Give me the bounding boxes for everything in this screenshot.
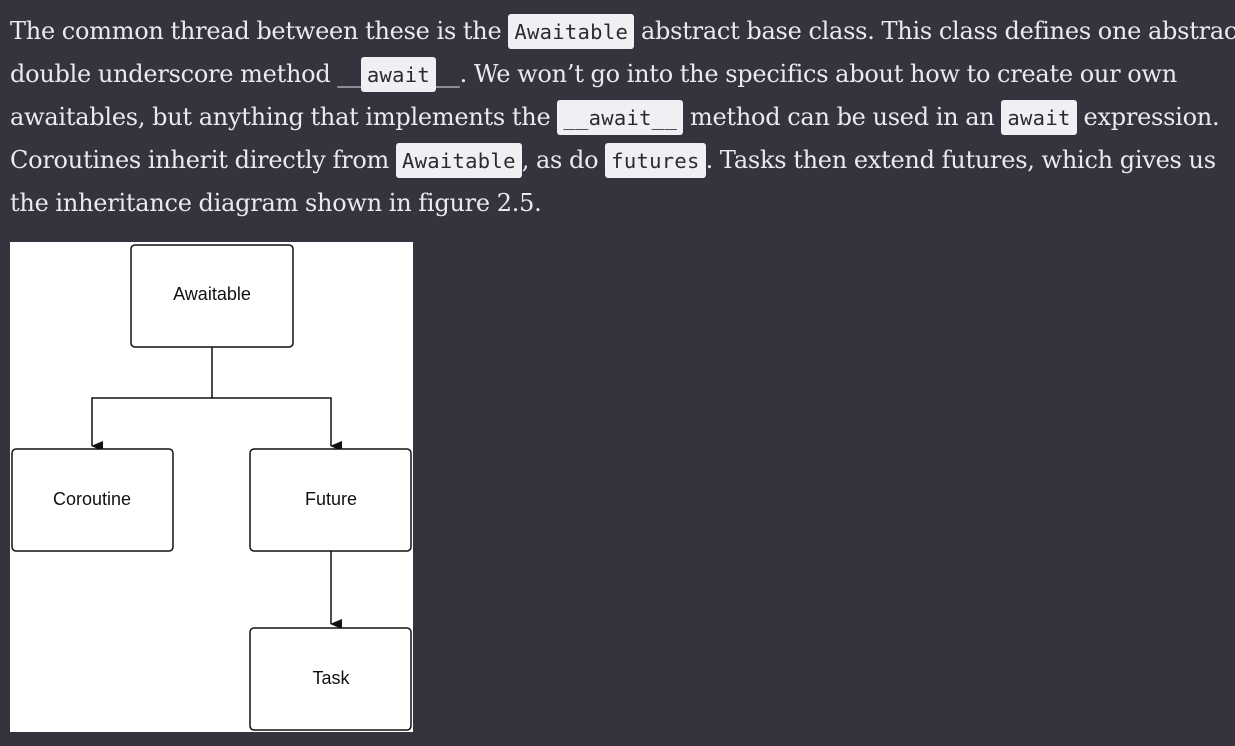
node-task: Task [249, 627, 412, 731]
inline-code: futures [605, 143, 706, 178]
body-paragraph: The common thread between these is the A… [10, 10, 1235, 224]
text-run: . Tasks then extend futures, which gives… [705, 146, 1216, 174]
paragraph-line-4: Coroutines inherit directly from Awaitab… [10, 139, 1228, 182]
node-future-label: Future [305, 489, 357, 509]
node-coroutine: Coroutine [11, 448, 174, 552]
text-run: the inheritance diagram shown in figure … [10, 189, 542, 217]
paragraph-line-5: the inheritance diagram shown in figure … [10, 182, 1228, 224]
inline-code: Awaitable [508, 14, 635, 49]
node-future: Future [249, 448, 412, 552]
text-run: double underscore method __ [10, 60, 361, 88]
node-awaitable: Awaitable [130, 244, 294, 348]
inline-code: __await__ [557, 100, 684, 135]
node-task-label: Task [312, 668, 350, 688]
inline-code: await [360, 57, 437, 92]
diagram-svg: Awaitable Coroutine Future Task [11, 244, 412, 731]
node-coroutine-label: Coroutine [53, 489, 131, 509]
text-run: abstract base class. This class defines … [634, 17, 1235, 45]
text-run: The common thread between these is the [10, 17, 509, 45]
arrow-awaitable-to-future [212, 397, 342, 451]
paragraph-line-3: awaitables, but anything that implements… [10, 96, 1228, 139]
text-run: method can be used in an [683, 103, 1002, 131]
text-run: expression. [1076, 103, 1220, 131]
text-run: Coroutines inherit directly from [10, 146, 396, 174]
paragraph-line-2: double underscore method __await__. We w… [10, 53, 1228, 96]
inheritance-diagram: Awaitable Coroutine Future Task [10, 242, 413, 732]
text-run: awaitables, but anything that implements… [10, 103, 558, 131]
inline-code: await [1001, 100, 1077, 135]
arrow-awaitable-to-coroutine [91, 397, 212, 451]
node-awaitable-label: Awaitable [173, 284, 251, 304]
text-run: , as do [521, 146, 606, 174]
text-run: __. We won’t go into the specifics about… [436, 60, 1177, 88]
inline-code: Awaitable [395, 143, 522, 178]
paragraph-line-1: The common thread between these is the A… [10, 10, 1235, 53]
